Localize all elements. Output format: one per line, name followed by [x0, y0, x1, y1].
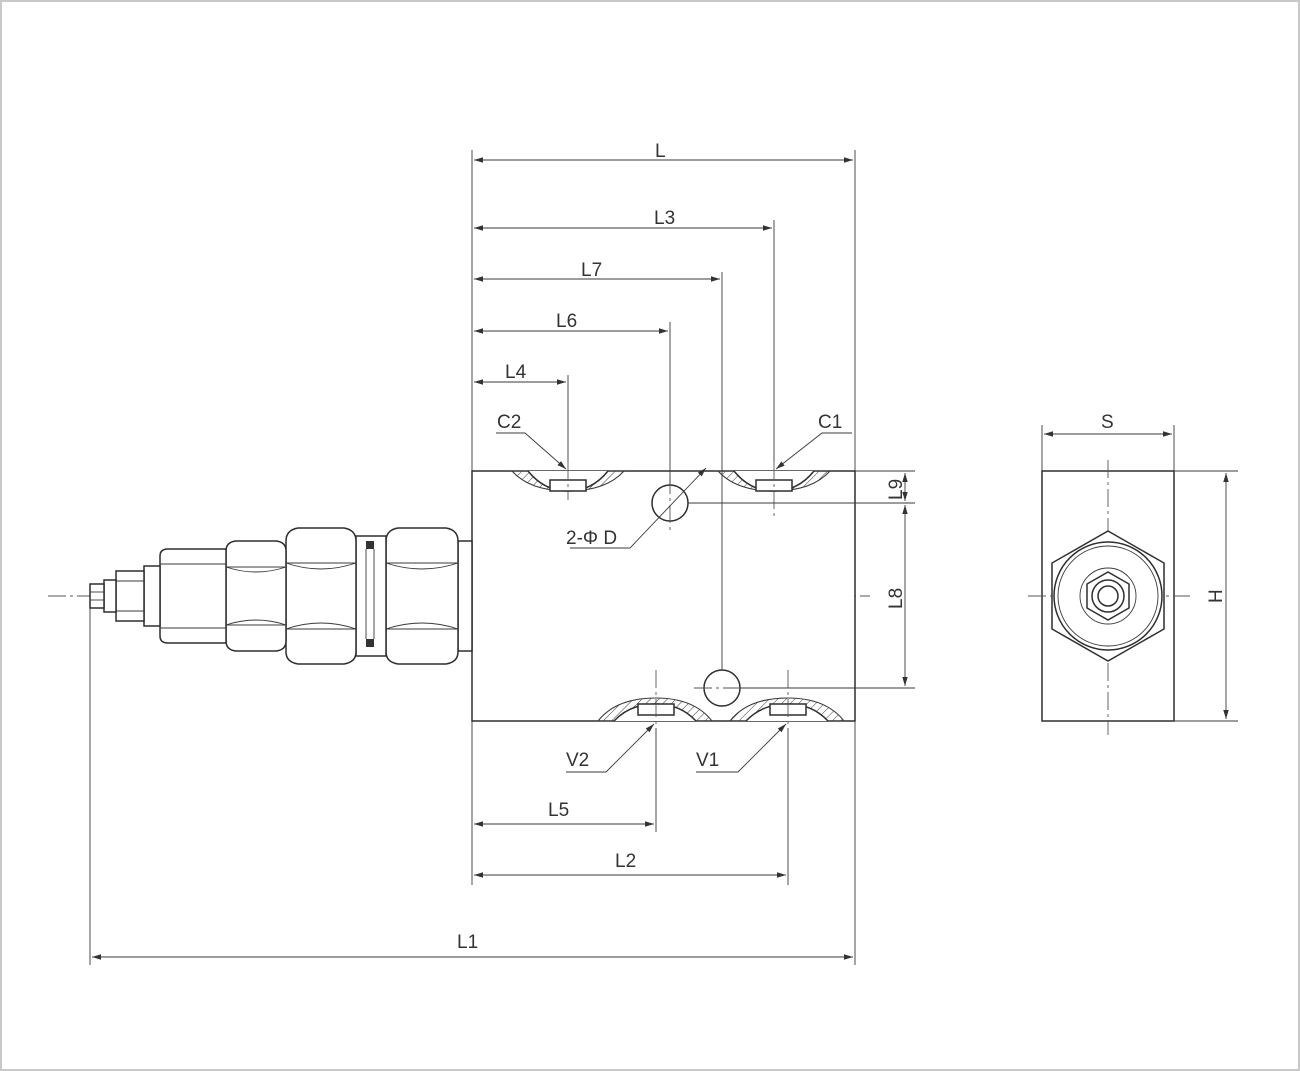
- leader-c1: [775, 432, 852, 470]
- label-v2: V2: [566, 750, 589, 771]
- port-v2: [596, 670, 714, 728]
- dimensions-front: [89, 150, 915, 965]
- leader-v1: [696, 723, 787, 773]
- dimension-labels: L L3 L7 L6 L4 C2 C1 2-Φ D V2 V1 L5 L2 L1…: [457, 141, 907, 953]
- cartridge-assembly: [89, 527, 473, 665]
- port-v1: [728, 670, 846, 728]
- leader-diameter: [570, 467, 707, 549]
- label-c1: C1: [818, 412, 842, 433]
- label-l5: L5: [548, 800, 569, 821]
- label-l3: L3: [654, 208, 675, 229]
- label-diameter: 2-Φ D: [566, 528, 617, 549]
- label-l4: L4: [505, 362, 527, 383]
- label-l1: L1: [457, 932, 478, 953]
- label-s: S: [1101, 412, 1114, 433]
- label-l: L: [655, 141, 666, 162]
- label-l6: L6: [556, 311, 577, 332]
- port-c1: [716, 462, 832, 520]
- label-c2: C2: [497, 412, 521, 433]
- leader-c2: [496, 432, 567, 470]
- label-l2: L2: [615, 851, 636, 872]
- label-l9: L9: [886, 479, 907, 500]
- label-h: H: [1206, 589, 1227, 603]
- label-l8: L8: [886, 588, 907, 609]
- leader-v2: [566, 723, 655, 773]
- side-view: S H: [1028, 412, 1238, 735]
- label-v1: V1: [696, 750, 719, 771]
- port-c2: [510, 462, 626, 500]
- label-l7: L7: [581, 260, 602, 281]
